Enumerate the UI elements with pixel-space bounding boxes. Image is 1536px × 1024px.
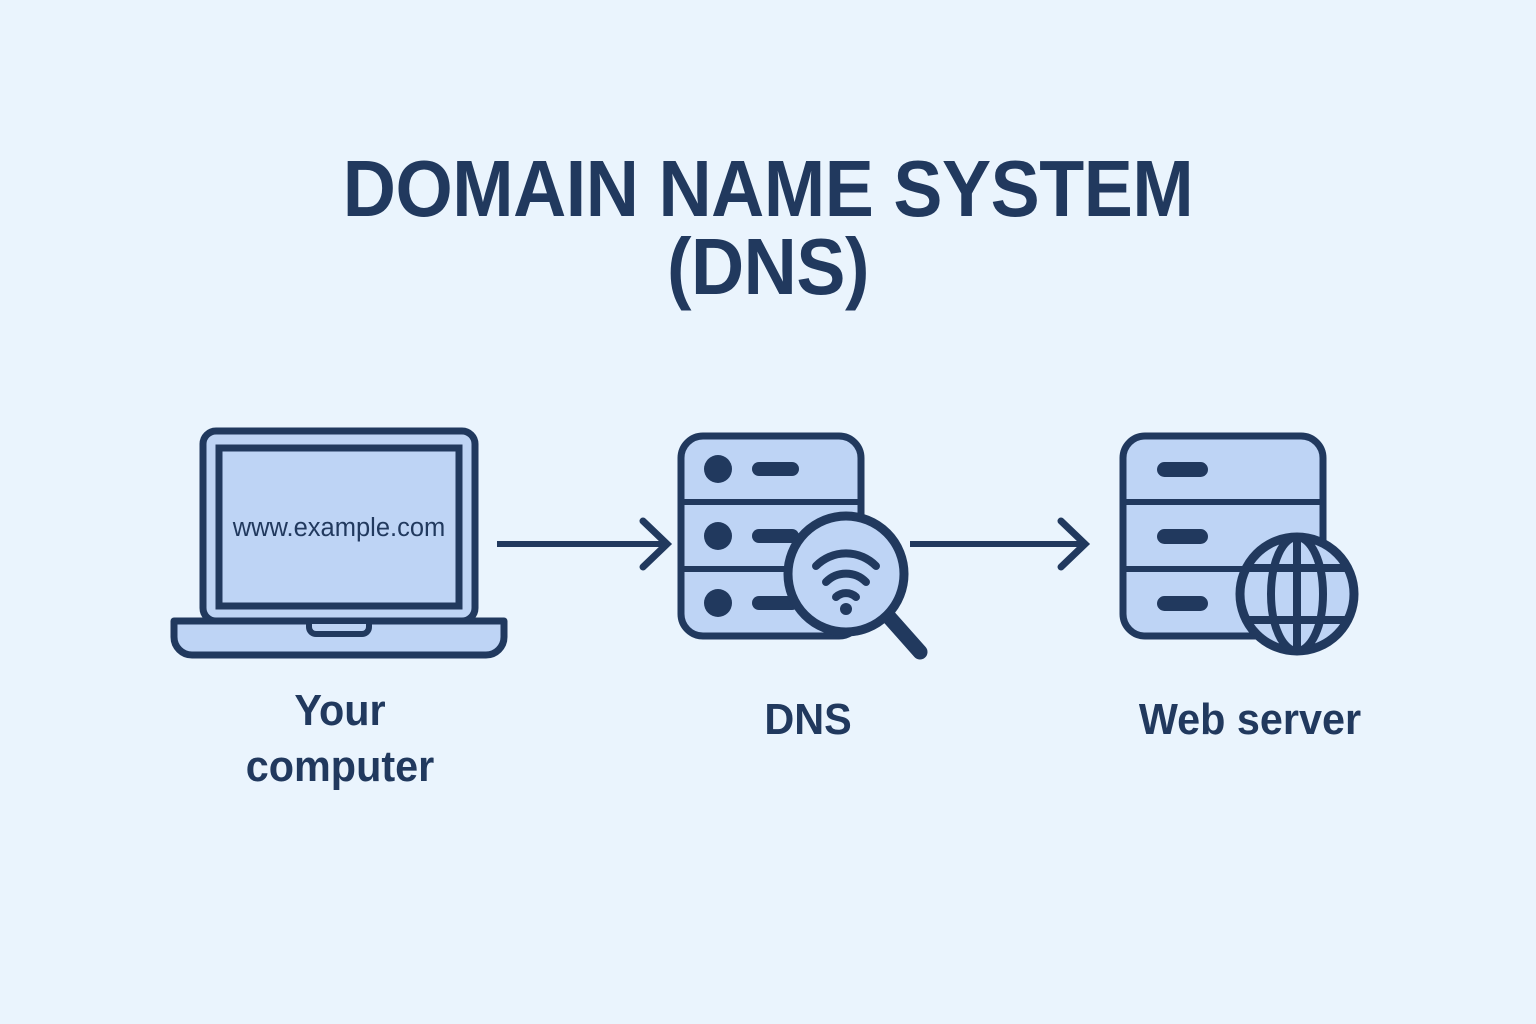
label-web-server-line1: Web server (1138, 695, 1362, 744)
node-web-server[interactable]: Web server (1110, 428, 1390, 744)
label-your-computer-line1: Your (294, 686, 386, 735)
title-line-2: (DNS) (666, 222, 870, 312)
server-magnifier-wifi-icon (677, 432, 928, 660)
arrow-computer-to-dns (495, 515, 675, 575)
title-line-1: DOMAIN NAME SYSTEM (342, 144, 1194, 233)
server-globe-icon (1119, 432, 1359, 656)
label-your-computer: Your computer (171, 683, 509, 796)
node-your-computer[interactable]: www.example.com Your computer (160, 418, 520, 791)
laptop-icon: www.example.com (170, 427, 508, 659)
page-title: DOMAIN NAME SYSTEM (DNS) (0, 144, 1536, 312)
screen-url-text: www.example.com (232, 514, 446, 542)
node-dns[interactable]: DNS (668, 428, 948, 744)
label-web-server: Web server (1081, 692, 1419, 748)
arrow-dns-to-webserver (908, 515, 1093, 575)
label-dns-line1: DNS (764, 695, 852, 744)
label-dns: DNS (639, 692, 977, 748)
label-your-computer-line2: computer (245, 742, 435, 792)
